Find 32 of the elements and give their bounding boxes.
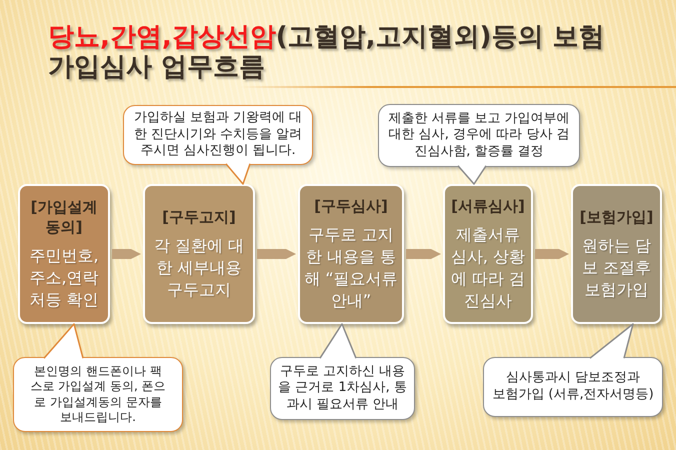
speech-bubble bbox=[123, 105, 313, 165]
box-heading: [보험가입] bbox=[580, 207, 654, 227]
bubble-text: 제출한 서류를 보고 가입여부에 대한 심사, 경우에 따라 당사 검진심사함, 할증률 결정 bbox=[387, 110, 571, 160]
process-box bbox=[143, 184, 255, 324]
speech-bubble-tail bbox=[457, 165, 487, 185]
box-text: 각 질환에 대한 세부내용 구두고지 bbox=[152, 235, 246, 301]
bubble-text: 가입하실 보험과 기왕력에 대한 진단시기와 수치등을 알려주시면 심사진행이 됩니다. bbox=[132, 110, 304, 160]
box-heading: [서류심사] bbox=[451, 196, 525, 216]
speech-bubble-tail bbox=[319, 323, 357, 359]
arrow bbox=[535, 249, 569, 259]
process-box bbox=[443, 184, 533, 324]
bubble-text: 구두로 고지하신 내용을 근거로 1차심사, 통과시 필요서류 안내 bbox=[277, 364, 408, 414]
box-text: 제출서류 심사, 상황에 따라 검진심사 bbox=[450, 224, 526, 312]
process-box bbox=[571, 184, 662, 324]
process-box bbox=[18, 184, 110, 324]
speech-bubble-tail bbox=[43, 323, 84, 359]
box-text: 원하는 담보 조절후 보험가입 bbox=[580, 235, 652, 301]
arrow bbox=[112, 249, 141, 259]
bubble-text: 본인명의 핸드폰이나 팩스로 가입설계 동의, 폰으로 가입설계동의 문자를 보내드립니다. bbox=[30, 364, 166, 426]
speech-bubble-tail bbox=[225, 163, 251, 185]
arrow bbox=[257, 249, 296, 259]
box-heading: [구두고지] bbox=[162, 207, 236, 227]
arrow bbox=[406, 249, 441, 259]
box-heading: [구두심사] bbox=[314, 196, 388, 216]
speech-bubble bbox=[378, 104, 580, 167]
title: 당뇨,간염,갑상선암(고혈압,고지혈외)등의 보험 가입심사 업무흐름 bbox=[48, 22, 606, 82]
box-text: 구두로 고지한 내용을 통해 “필요서류안내” bbox=[303, 224, 399, 312]
speech-bubble-tail bbox=[589, 323, 634, 359]
process-box bbox=[298, 184, 404, 324]
bubble-text: 심사통과시 담보조정과 보험가입 (서류,전자서명등) bbox=[491, 370, 655, 404]
box-heading: [가입설계 동의] bbox=[30, 197, 98, 237]
box-text: 주민번호, 주소,연락처등 확인 bbox=[28, 245, 100, 311]
